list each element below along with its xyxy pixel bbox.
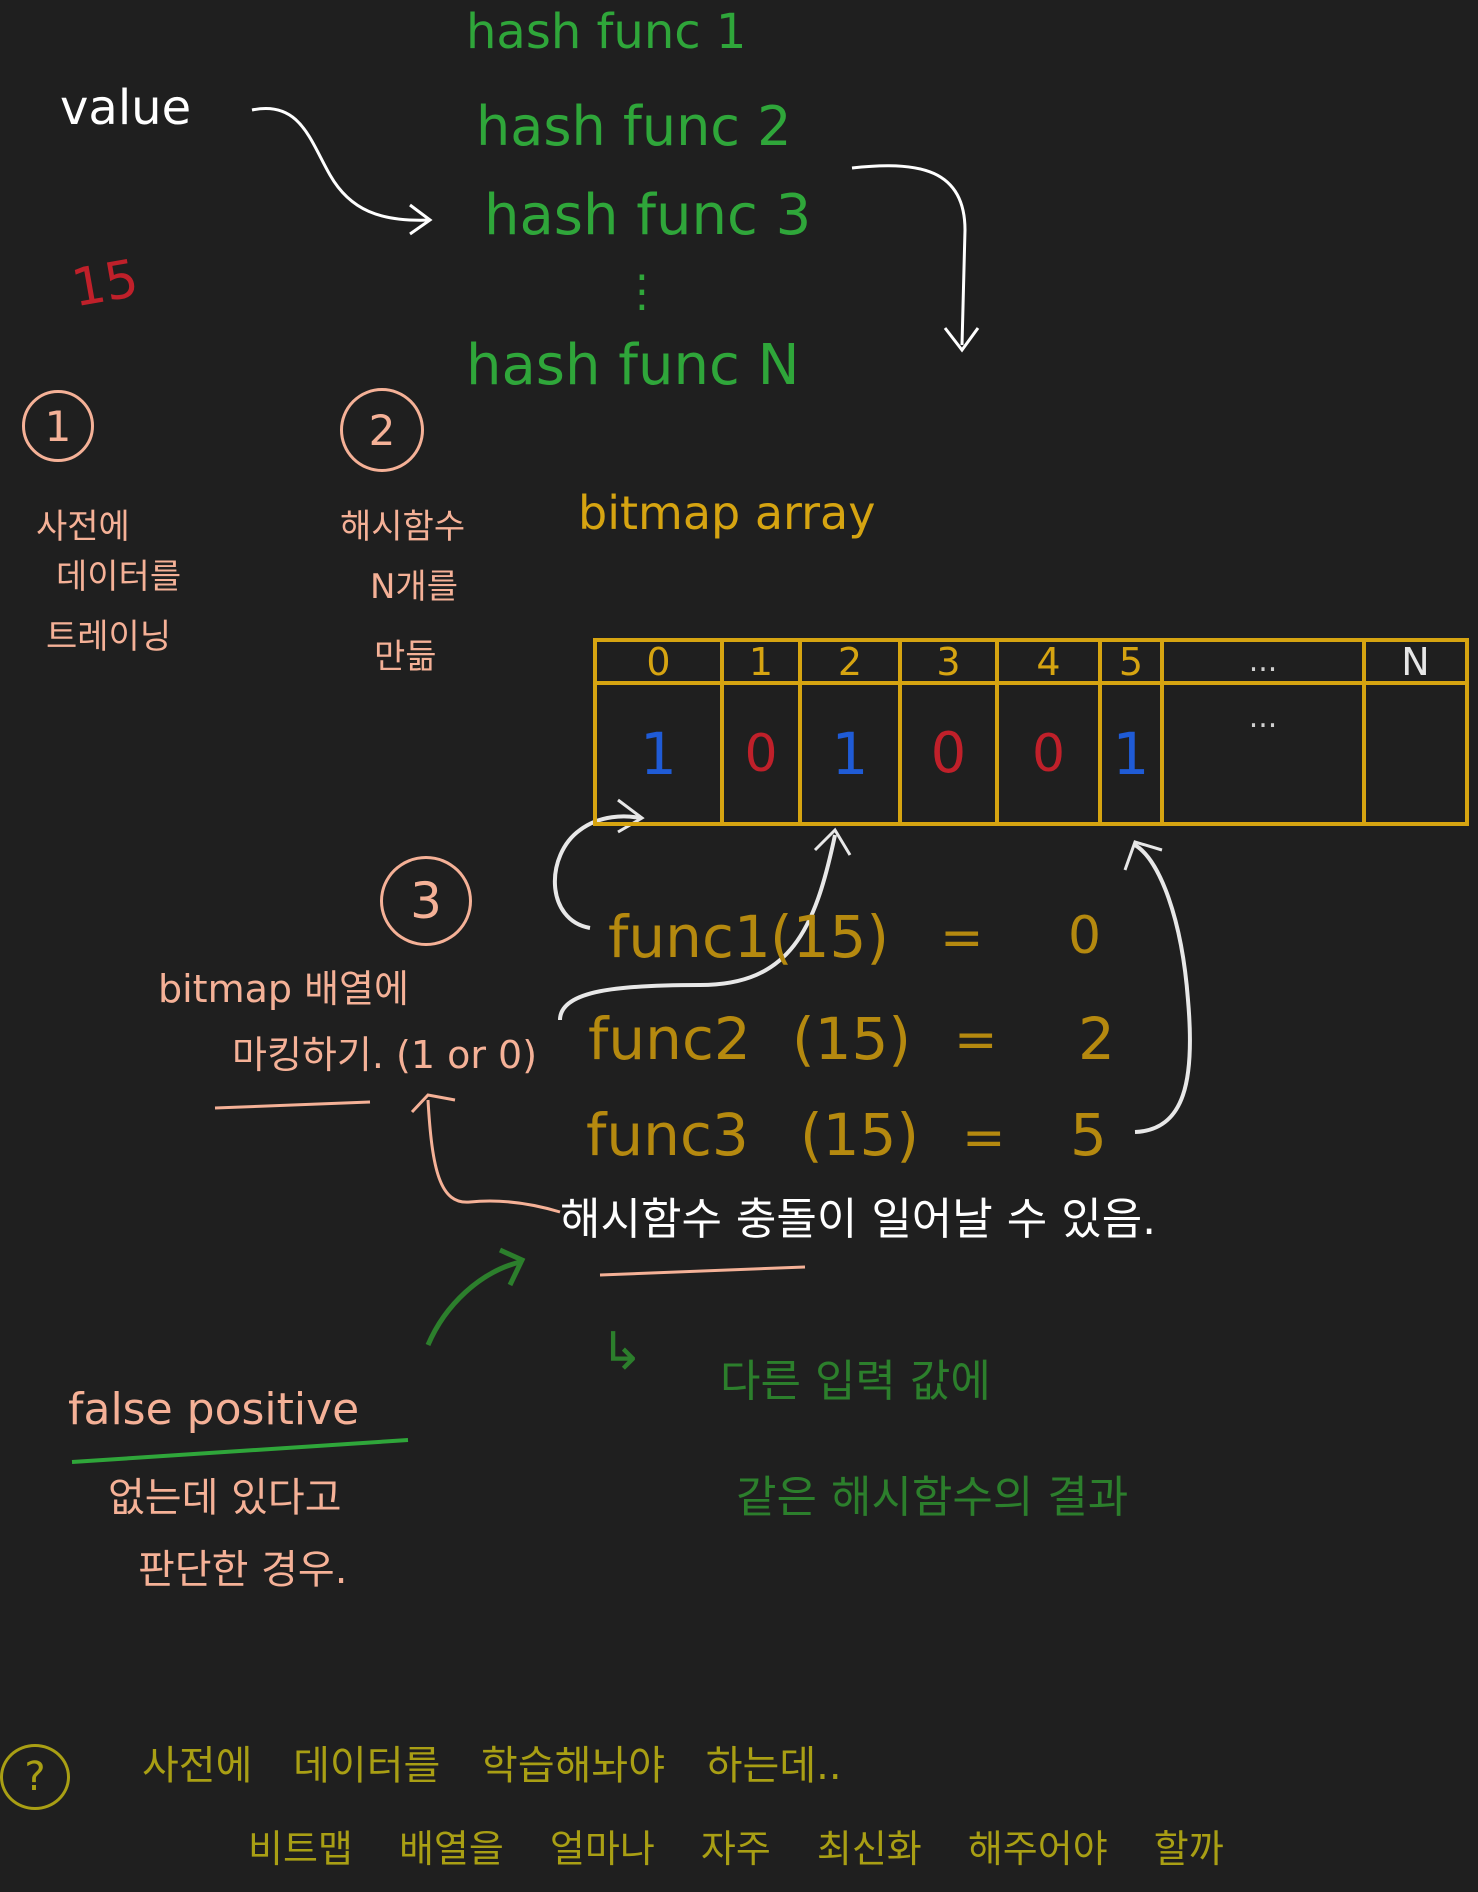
- bitmap-bit-3: 0: [930, 721, 967, 786]
- collision-underline: [599, 1265, 806, 1277]
- step-2-line-2: N개를: [370, 567, 458, 607]
- funcs-to-bitmap-arrow-head: [943, 327, 980, 353]
- value-arrow-head: [409, 203, 433, 236]
- step-3-badge: 3: [380, 856, 472, 946]
- hash-func-3: hash func 3: [484, 183, 812, 248]
- collision-detail-line-2: 같은 해시함수의 결과: [736, 1472, 1129, 1523]
- bitmap-grid: [593, 638, 1469, 826]
- funcs-to-bitmap-arrow: [851, 164, 967, 346]
- false-positive-arrow-head: [498, 1247, 526, 1287]
- collision-text: 해시함수 충돌이 일어날 수 있음.: [560, 1194, 1157, 1245]
- eq-3-func: func3: [586, 1101, 749, 1169]
- bitmap-bit-0: 1: [640, 719, 677, 788]
- func2-arrow-head: [813, 827, 852, 856]
- func1-arrow: [552, 814, 641, 930]
- bitmap-array: 0 1 2 3 4 5 ... N 1 0 1 0 0 1 ...: [592, 637, 1470, 827]
- step-1-line-3: 트레이닝: [46, 617, 172, 657]
- func3-arrow: [1133, 843, 1192, 1134]
- bitmap-index-3: 3: [936, 639, 961, 684]
- false-positive-line-1: 없는데 있다고: [108, 1475, 342, 1521]
- hash-func-n: hash func N: [466, 333, 800, 398]
- step-2-badge: 2: [340, 388, 424, 472]
- step-1-badge: 1: [22, 390, 94, 462]
- eq-3-eq: =: [962, 1108, 1006, 1168]
- eq-1-result: 0: [1068, 906, 1102, 966]
- func2-arrow: [558, 834, 837, 1021]
- eq-2-func: func2: [588, 1005, 751, 1073]
- bitmap-index-0: 0: [646, 639, 671, 684]
- eq-1-eq: =: [940, 908, 984, 968]
- eq-1-arg: (15): [770, 903, 890, 971]
- step-1-line-1: 사전에: [36, 507, 130, 547]
- hash-func-2: hash func 2: [476, 95, 792, 158]
- question-line-2: 비트맵 배열을 얼마나 자주 최신화 해주어야 할까: [248, 1827, 1224, 1871]
- false-positive-title: false positive: [68, 1384, 360, 1435]
- collision-detail-line-1: 다른 입력 값에: [720, 1356, 991, 1407]
- collision-detail-arrow: ↳: [600, 1322, 644, 1382]
- bitmap-bit-4: 0: [1031, 723, 1066, 784]
- value-arrow: [251, 107, 431, 222]
- false-positive-line-2: 판단한 경우.: [138, 1547, 348, 1593]
- eq-2-arg: (15): [792, 1005, 912, 1073]
- value-label: value: [60, 80, 192, 136]
- func3-arrow-head: [1123, 840, 1163, 871]
- marking-underline: [214, 1100, 371, 1110]
- false-positive-underline: [71, 1438, 409, 1464]
- bitmap-bit-ellipsis: ...: [1248, 699, 1278, 735]
- eq-3-result: 5: [1070, 1101, 1107, 1169]
- question-badge: ?: [0, 1744, 70, 1810]
- bitmap-bit-2: 1: [831, 719, 869, 788]
- bitmap-bit-1: 0: [744, 723, 778, 784]
- input-value: 15: [67, 248, 143, 320]
- bitmap-index-n: N: [1401, 639, 1430, 684]
- eq-2-result: 2: [1078, 1005, 1115, 1073]
- step-3-line-2: 마킹하기. (1 or 0): [232, 1033, 538, 1077]
- question-line-1: 사전에 데이터를 학습해놔야 하는데..: [142, 1743, 842, 1789]
- bitmap-index-5: 5: [1118, 639, 1144, 684]
- collision-arrow-head: [410, 1093, 456, 1114]
- hash-func-1: hash func 1: [466, 4, 747, 60]
- eq-3-arg: (15): [800, 1101, 920, 1169]
- false-positive-arrow: [425, 1259, 521, 1346]
- func1-arrow-head: [617, 798, 645, 834]
- bitmap-bit-5: 1: [1112, 719, 1150, 788]
- collision-arrow: [426, 1099, 561, 1214]
- step-1-line-2: 데이터를: [56, 557, 182, 597]
- step-2-line-3: 만듦: [374, 637, 437, 677]
- step-3-line-1: bitmap 배열에: [158, 967, 409, 1011]
- bitmap-index-2: 2: [837, 639, 863, 684]
- bitmap-index-ellipsis: ...: [1248, 644, 1278, 679]
- bitmap-bit-n: [1364, 683, 1467, 824]
- eq-1-func: func1: [608, 903, 771, 971]
- bitmap-title: bitmap array: [578, 486, 876, 540]
- bitmap-index-1: 1: [748, 639, 774, 684]
- step-2-line-1: 해시함수: [340, 507, 466, 547]
- hash-func-ellipsis: ⋮: [620, 266, 664, 317]
- bitmap-index-4: 4: [1036, 639, 1061, 684]
- eq-2-eq: =: [954, 1010, 998, 1070]
